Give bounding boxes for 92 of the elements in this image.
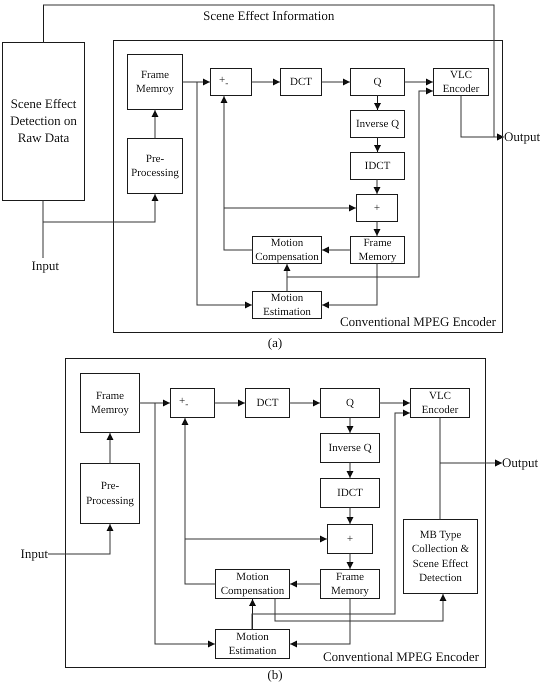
- block-label: MB Type Collection & Scene Effect Detection: [410, 528, 470, 586]
- block-label: DCT: [256, 396, 278, 410]
- arrow: [48, 524, 114, 554]
- encoder-frame: [113, 40, 503, 333]
- arrow: [290, 598, 350, 648]
- process-box: [80, 373, 140, 433]
- block-label: Frame Memroy: [135, 68, 175, 96]
- block-label: +$_{-}$: [179, 394, 188, 412]
- block-label: Pre-Processing: [85, 479, 135, 508]
- figure-caption: (a): [266, 336, 284, 350]
- process-box: [80, 463, 140, 524]
- arrow: [274, 594, 446, 622]
- arrow: [290, 400, 320, 406]
- arrow: [106, 432, 114, 464]
- block-label: Motion Estimation: [228, 630, 278, 658]
- block-label: VLC Encoder: [420, 388, 460, 418]
- arrow: [214, 400, 246, 406]
- edge-label: Scene Effect Information: [202, 8, 336, 23]
- signal-label: Input: [27, 258, 59, 274]
- arrow: [182, 82, 252, 308]
- arrow: [440, 460, 502, 520]
- process-box: [252, 291, 322, 319]
- block-label: Q: [346, 396, 354, 410]
- block-label: Motion Estimation: [262, 290, 312, 320]
- block-label: Pre-Processing: [130, 152, 180, 180]
- block-label: +$_{-}$: [219, 73, 228, 91]
- block-label: DCT: [290, 74, 312, 90]
- block-label: VLC Encoder: [442, 68, 480, 96]
- process-box: [210, 68, 252, 96]
- process-box: [320, 478, 380, 508]
- process-box: [170, 388, 215, 418]
- block-label: Motion Compensation: [255, 236, 319, 264]
- block-label: IDCT: [364, 158, 390, 174]
- process-box: [356, 194, 398, 222]
- process-box: [127, 54, 183, 110]
- process-box: [350, 236, 405, 264]
- process-box: [350, 68, 405, 96]
- signal-label: Input: [8, 546, 48, 562]
- arrow: [322, 264, 378, 308]
- signal-label: Output: [504, 129, 546, 145]
- arrow: [404, 78, 434, 86]
- arrow: [252, 410, 410, 630]
- process-box: [320, 569, 380, 599]
- process-box: [410, 388, 470, 418]
- block-label: Scene Effect Detection on Raw Data: [9, 96, 78, 147]
- arrow: [380, 400, 410, 406]
- arrow: [290, 580, 320, 588]
- block-label: +: [346, 532, 354, 546]
- arrow: [43, 4, 504, 140]
- arrow: [346, 554, 354, 570]
- arrow: [322, 78, 350, 86]
- process-box: [215, 629, 290, 659]
- block-label: Q: [374, 74, 382, 90]
- block-label: Motion Compensation: [220, 570, 286, 598]
- block-label: Frame Memory: [330, 570, 370, 598]
- arrow: [42, 194, 158, 258]
- process-box: [280, 68, 322, 96]
- process-box: [320, 388, 380, 418]
- signal-label: Output: [502, 455, 546, 471]
- process-box: [127, 138, 183, 194]
- process-box: [320, 433, 380, 463]
- arrow: [374, 138, 381, 152]
- encoder-frame: [65, 358, 486, 668]
- block-label: Inverse Q: [328, 440, 372, 456]
- frame-title: Conventional MPEG Encoder: [340, 314, 496, 330]
- process-box: [2, 42, 85, 201]
- process-box: [403, 519, 478, 594]
- arrow: [322, 246, 350, 254]
- block-label: Frame Memroy: [90, 388, 130, 418]
- block-label: Inverse Q: [356, 116, 400, 132]
- arrow: [152, 110, 158, 138]
- arrow: [184, 536, 328, 584]
- arrow: [374, 96, 381, 110]
- arrow: [374, 222, 380, 236]
- figure-caption: (b): [266, 668, 284, 682]
- block-label: IDCT: [337, 486, 363, 500]
- arrow: [346, 508, 354, 524]
- process-box: [433, 68, 489, 96]
- arrow: [140, 402, 216, 648]
- process-box: [327, 524, 373, 554]
- frame-title: Conventional MPEG Encoder: [323, 649, 479, 665]
- arrow: [249, 598, 256, 630]
- process-box: [245, 388, 290, 418]
- arrow: [252, 78, 280, 86]
- arrow: [346, 418, 354, 434]
- process-box: [350, 110, 405, 138]
- block-label: +: [374, 200, 380, 216]
- arrow: [374, 180, 380, 194]
- arrow: [224, 204, 356, 250]
- process-box: [350, 152, 405, 180]
- block-label: Frame Memory: [358, 236, 398, 264]
- arrow: [346, 462, 354, 478]
